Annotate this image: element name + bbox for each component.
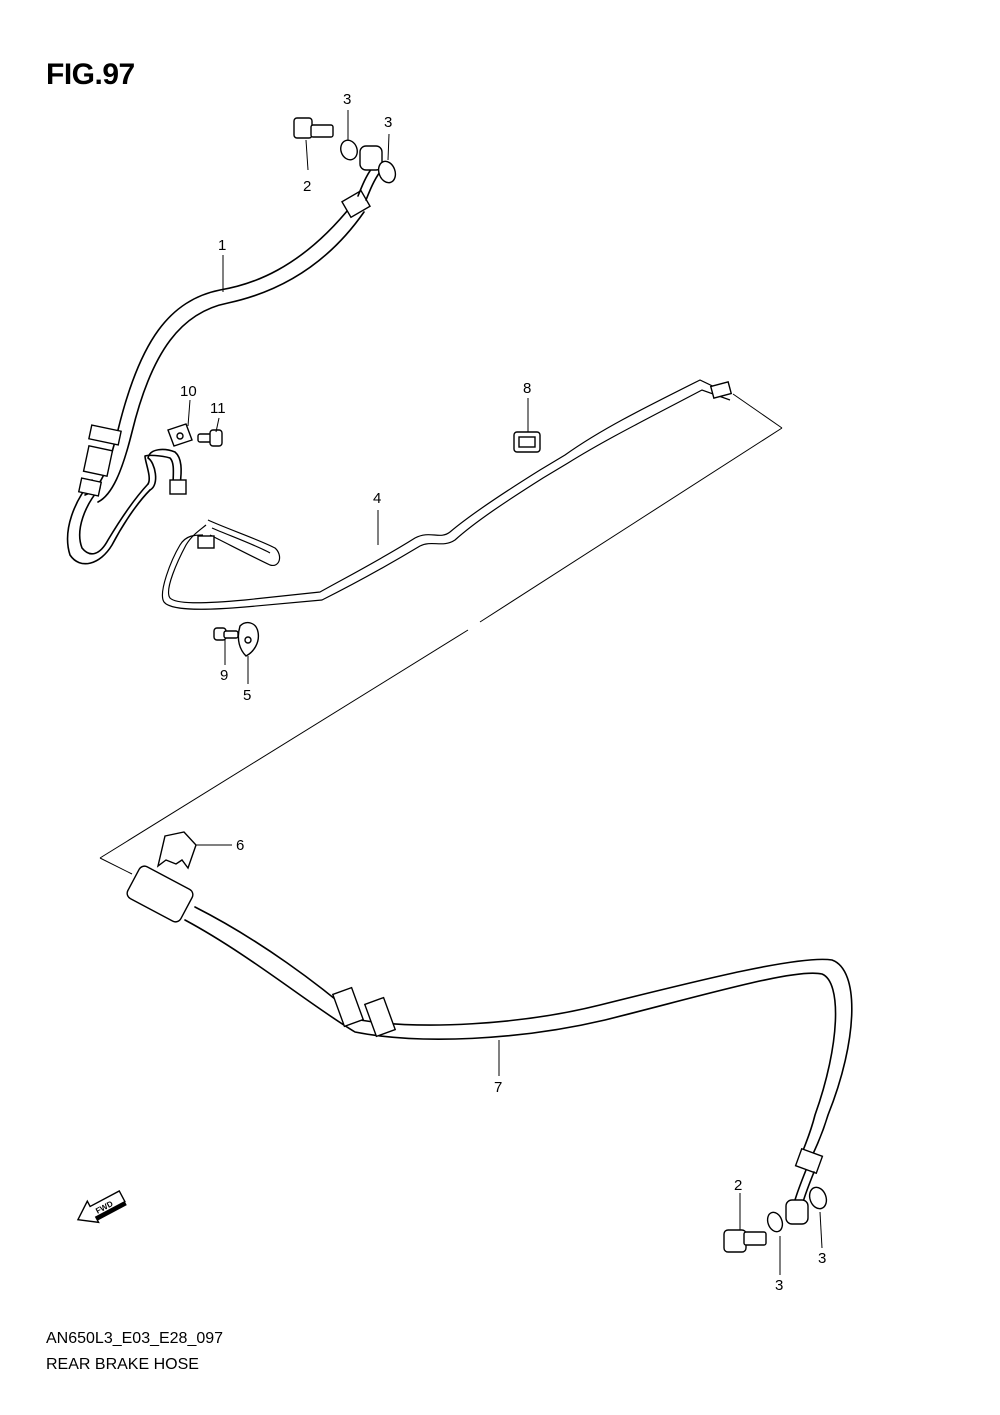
brake-pipe-4 [161, 379, 733, 610]
routing-lines [99, 393, 783, 875]
brake-hose-1 [66, 117, 397, 565]
bracket-8 [513, 431, 541, 453]
clamp-5 [237, 621, 260, 657]
callout-2a: 2 [303, 178, 311, 195]
callout-9: 9 [220, 667, 228, 684]
brake-hose-7 [126, 865, 853, 1253]
callout-8: 8 [523, 380, 531, 397]
figure-caption: REAR BRAKE HOSE [46, 1356, 199, 1373]
fwd-arrow-icon: FWD [76, 1190, 127, 1224]
drawing-code: AN650L3_E03_E28_097 [46, 1330, 224, 1347]
callout-leaders [187, 110, 823, 1275]
callout-4: 4 [373, 490, 381, 507]
callout-11: 11 [210, 400, 226, 417]
callout-3a: 3 [343, 91, 351, 108]
callout-6: 6 [236, 837, 244, 854]
callout-3b: 3 [384, 114, 392, 131]
callout-2b: 2 [734, 1177, 742, 1194]
callout-5: 5 [243, 687, 251, 704]
clip-6 [156, 831, 197, 870]
bolt-9 [213, 627, 239, 641]
bolt-11 [197, 429, 223, 447]
clamp-10 [167, 423, 193, 447]
callout-7: 7 [494, 1079, 502, 1096]
callout-3d: 3 [775, 1277, 783, 1294]
callout-3c: 3 [818, 1250, 826, 1267]
figure-title: FIG.97 [46, 58, 135, 91]
callout-10: 10 [180, 383, 197, 400]
callout-1: 1 [218, 237, 226, 254]
